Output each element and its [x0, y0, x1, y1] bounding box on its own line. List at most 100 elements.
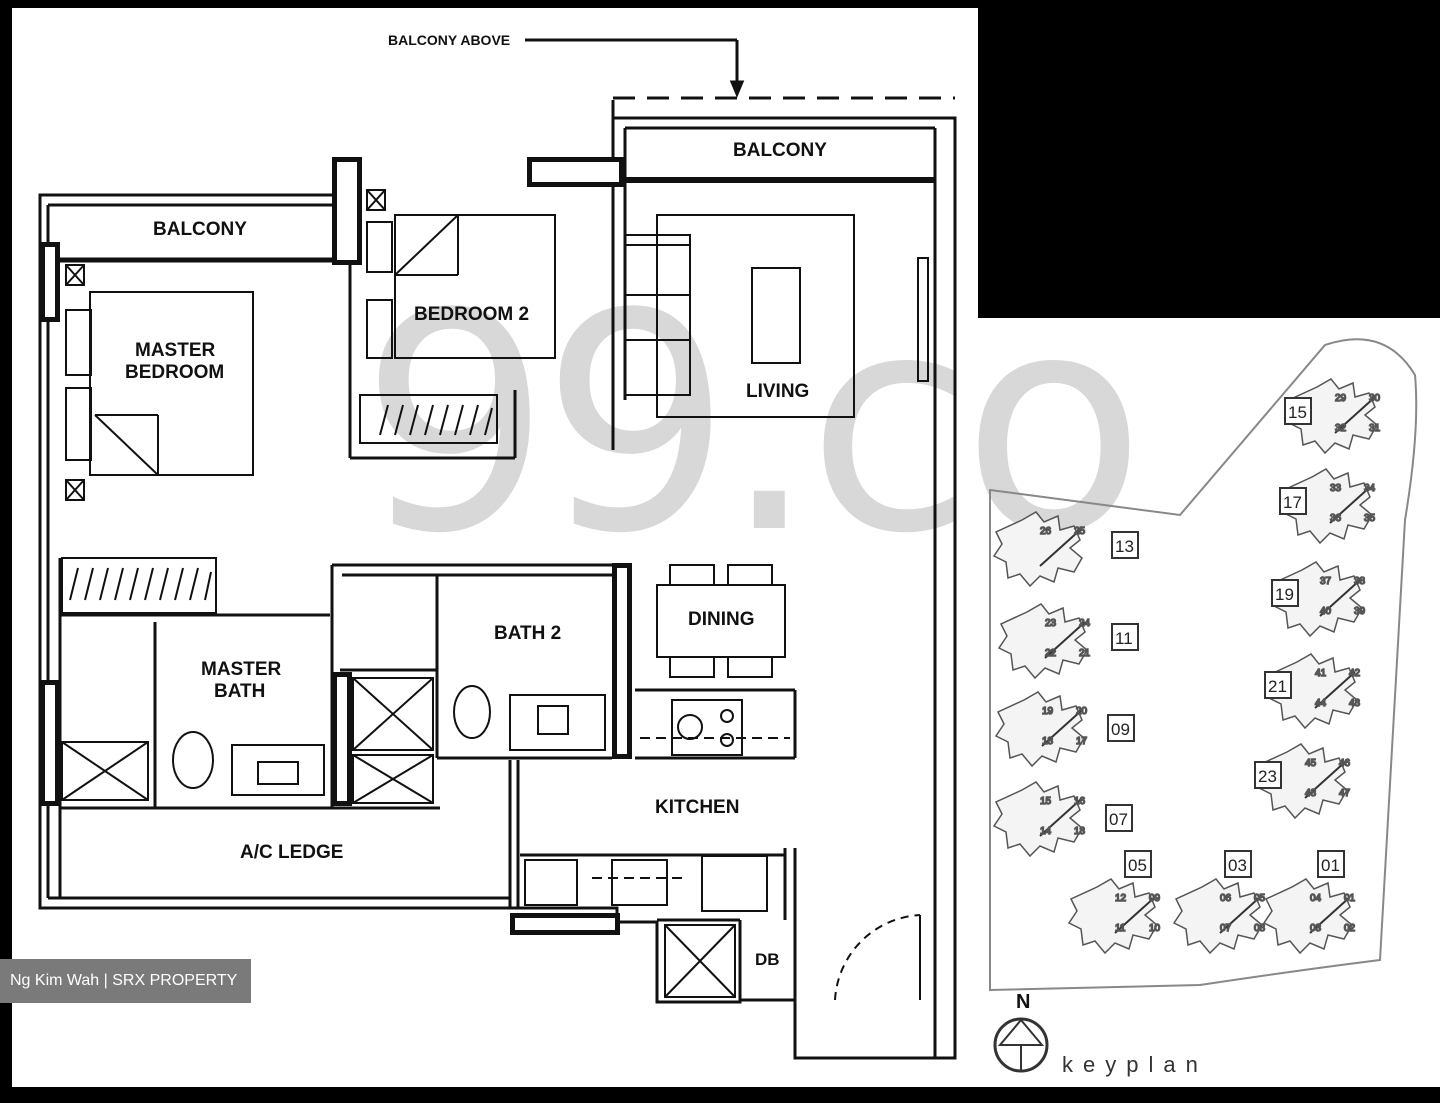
unit-number: 03 [1310, 923, 1322, 934]
dining-label: DINING [688, 609, 755, 630]
unit-number: 17 [1076, 736, 1088, 747]
plan-sheet [12, 8, 1440, 1087]
block-tag-15: 15 [1288, 403, 1307, 422]
ac-ledge-label: A/C LEDGE [240, 842, 343, 863]
unit-number: 38 [1354, 576, 1366, 587]
unit-number: 35 [1364, 513, 1376, 524]
block-tag-19: 19 [1275, 585, 1294, 604]
unit-number: 41 [1315, 668, 1327, 679]
unit-number: 26 [1040, 526, 1052, 537]
block-tag-box [1271, 579, 1299, 607]
kitchen-label: KITCHEN [655, 797, 739, 818]
unit-number: 04 [1310, 893, 1322, 904]
unit-number: 15 [1040, 796, 1052, 807]
balcony-above-outline [525, 38, 955, 100]
unit-number: 07 [1220, 923, 1232, 934]
unit-number: 45 [1305, 758, 1317, 769]
block-tag-17: 17 [1283, 493, 1302, 512]
wardrobe-hatching [69, 404, 493, 601]
master-bedroom-label-1: MASTER [135, 340, 216, 361]
unit-number: 32 [1335, 423, 1347, 434]
block-tag-21: 21 [1268, 677, 1287, 696]
unit-number: 37 [1320, 576, 1332, 587]
unit-number: 40 [1320, 606, 1332, 617]
tower-block-13 [992, 511, 1083, 588]
unit-number: 43 [1349, 698, 1361, 709]
unit-number: 34 [1364, 483, 1376, 494]
block-tag-box [1254, 761, 1282, 789]
block-tag-01: 01 [1321, 856, 1340, 875]
unit-number: 31 [1369, 423, 1381, 434]
unit-number: 36 [1330, 513, 1342, 524]
tower-block-07 [992, 781, 1083, 858]
furniture [61, 214, 929, 1001]
master-bath-label-1: MASTER [201, 659, 282, 680]
tower-block-09 [994, 691, 1085, 768]
block-tag-23: 23 [1258, 767, 1277, 786]
unit-number: 14 [1040, 826, 1052, 837]
master-bath-label-2: BATH [214, 681, 265, 702]
balcony-above-label: BALCONY ABOVE [388, 32, 510, 48]
unit-number: 10 [1149, 923, 1161, 934]
block-tag-box [1124, 850, 1152, 878]
unit-number: 20 [1076, 706, 1088, 717]
tower-block-03 [1172, 878, 1263, 955]
block-tag-07: 07 [1109, 810, 1128, 829]
living-label: LIVING [746, 381, 809, 402]
unit-number: 33 [1330, 483, 1342, 494]
block-tag-box [1317, 850, 1345, 878]
block-tag-box [1111, 531, 1139, 559]
unit-number: 02 [1344, 923, 1356, 934]
service-shafts [65, 189, 386, 501]
unit-number: 08 [1254, 923, 1266, 934]
db-label: DB [755, 950, 780, 969]
unit-number: 19 [1042, 706, 1054, 717]
unit-number: 24 [1079, 618, 1091, 629]
block-tag-box [1284, 397, 1312, 425]
unit-number: 06 [1220, 893, 1232, 904]
block-tag-box [1105, 804, 1133, 832]
unit-number: 39 [1354, 606, 1366, 617]
block-tag-11: 11 [1115, 629, 1133, 648]
unit-number: 23 [1045, 618, 1057, 629]
unit-number: 44 [1315, 698, 1327, 709]
bedroom2-label: BEDROOM 2 [414, 304, 529, 325]
unit-number: 21 [1079, 648, 1091, 659]
block-tag-box [1111, 623, 1139, 651]
block-tag-03: 03 [1228, 856, 1247, 875]
block-tag-box [1107, 714, 1135, 742]
unit-number: 12 [1115, 893, 1127, 904]
unit-number: 22 [1045, 648, 1057, 659]
unit-number: 42 [1349, 668, 1361, 679]
unit-number: 11 [1115, 923, 1126, 934]
room-labels: BALCONY ABOVE BALCONY BALCONY BEDROOM 2 … [125, 32, 827, 969]
unit-number: 01 [1344, 893, 1356, 904]
block-tag-box [1224, 850, 1252, 878]
unit-number: 18 [1042, 736, 1054, 747]
block-tag-09: 09 [1111, 720, 1130, 739]
balcony-left-label: BALCONY [153, 219, 247, 240]
block-tag-box [1264, 671, 1292, 699]
unit-number: 46 [1339, 758, 1351, 769]
photo-credit: Ng Kim Wah | SRX PROPERTY [0, 959, 251, 1003]
keyplan-label: keyplan [1062, 1052, 1208, 1077]
unit-number: 47 [1339, 788, 1351, 799]
unit-number: 30 [1369, 393, 1381, 404]
master-bedroom-label-2: BEDROOM [125, 362, 224, 383]
bath2-label: BATH 2 [494, 623, 561, 644]
unit-number: 25 [1074, 526, 1086, 537]
unit-number: 16 [1074, 796, 1086, 807]
north-label: N [1016, 991, 1030, 1013]
column-holes [45, 162, 627, 930]
block-tag-13: 13 [1115, 537, 1134, 556]
tower-block-05 [1067, 878, 1158, 955]
site-boundary [989, 338, 1418, 992]
block-tag-box [1279, 487, 1307, 515]
unit-number: 29 [1335, 393, 1347, 404]
unit-number: 05 [1254, 893, 1266, 904]
block-tag-05: 05 [1128, 856, 1147, 875]
unit-number: 13 [1074, 826, 1086, 837]
